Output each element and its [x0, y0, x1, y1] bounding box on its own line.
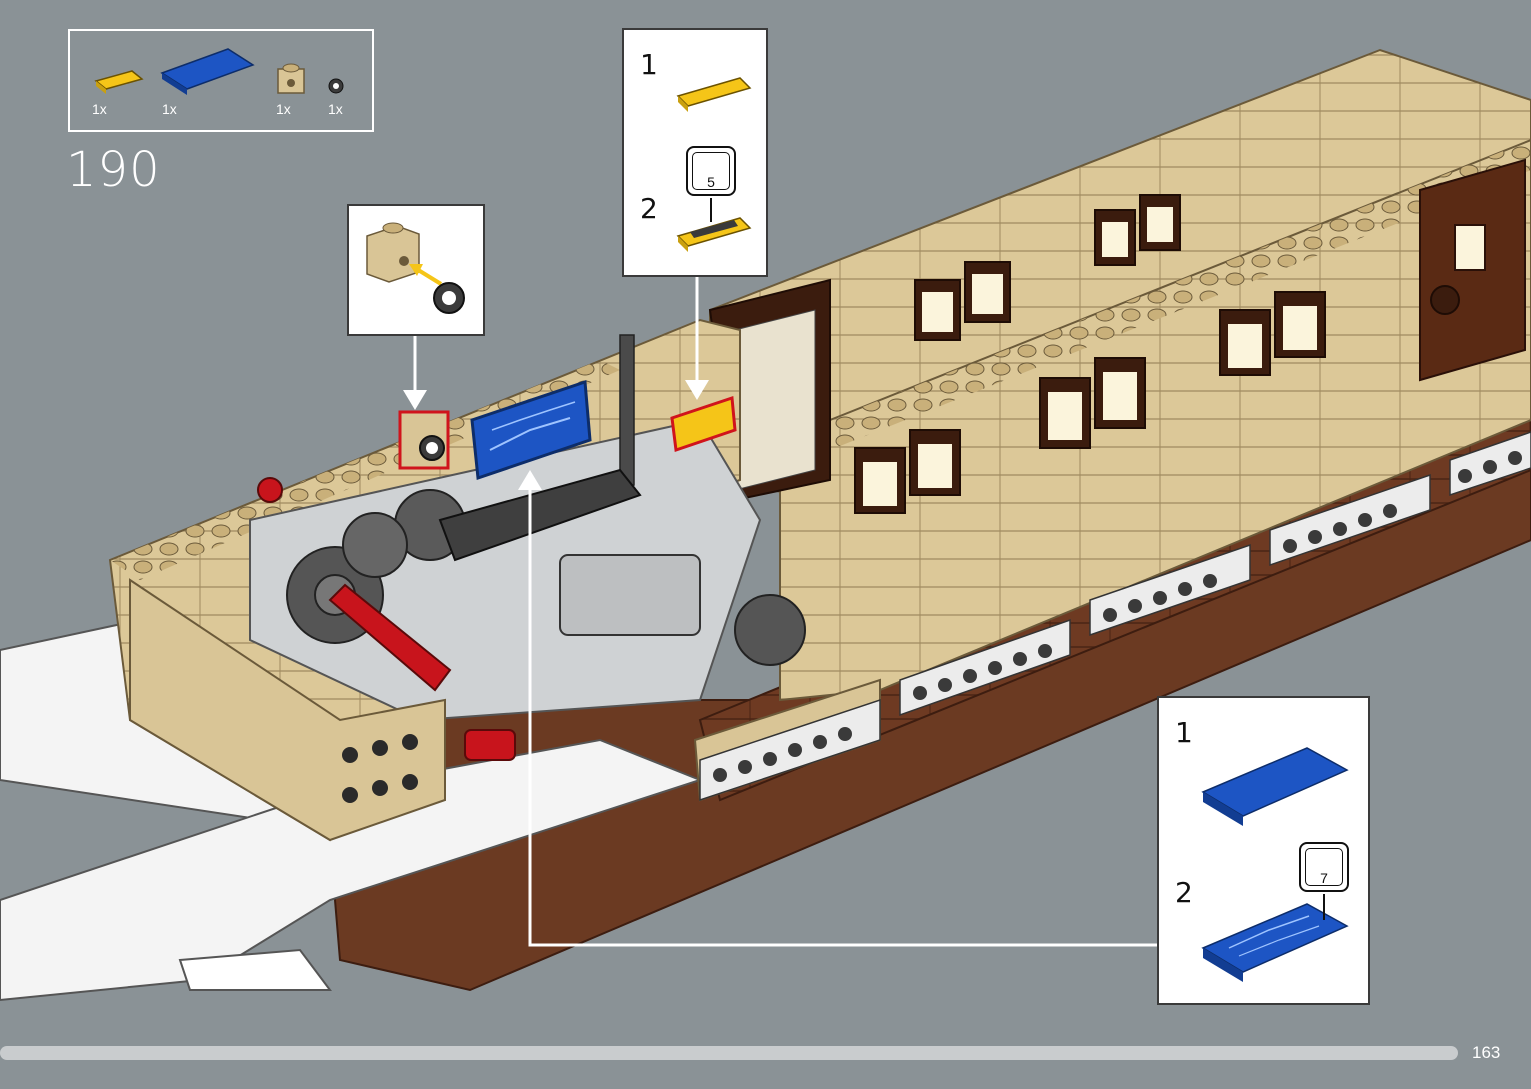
tan-brick-icon	[278, 64, 304, 93]
parts-list-illustrations	[70, 31, 372, 130]
yellow-tile-icon	[96, 71, 142, 94]
page-number: 163	[1472, 1043, 1500, 1063]
substep-2-label: 2	[1175, 876, 1193, 909]
blue-tile-icon	[1203, 748, 1347, 826]
qty-tan-brick: 1x	[276, 101, 291, 117]
callout-caution: 1 2 5	[622, 28, 768, 277]
caution-tile-icon	[678, 218, 750, 252]
blueprint-tile-icon	[1203, 904, 1347, 982]
gauge-tile-icon	[329, 79, 343, 93]
sticker-sheet-number: 5	[688, 174, 734, 190]
sticker-sheet-5-icon: 5	[686, 146, 736, 196]
blue-tile-icon	[162, 49, 253, 95]
qty-yellow-tile: 1x	[92, 101, 107, 117]
gauge-assembly-illustration	[349, 206, 483, 334]
page-progress-bar	[0, 1046, 1458, 1060]
parts-list: 1x 1x 1x 1x	[68, 29, 374, 132]
callout-gauge	[347, 204, 485, 336]
callout-blueprint: 1 2 7	[1157, 696, 1370, 1005]
qty-gauge-tile: 1x	[328, 101, 343, 117]
substep-2-label: 2	[640, 192, 658, 225]
step-number: 190	[66, 142, 161, 198]
qty-blue-tile: 1x	[162, 101, 177, 117]
sticker-sheet-7-icon: 7	[1299, 842, 1349, 892]
sticker-sheet-number: 7	[1301, 870, 1347, 886]
yellow-tile-icon	[678, 78, 750, 112]
